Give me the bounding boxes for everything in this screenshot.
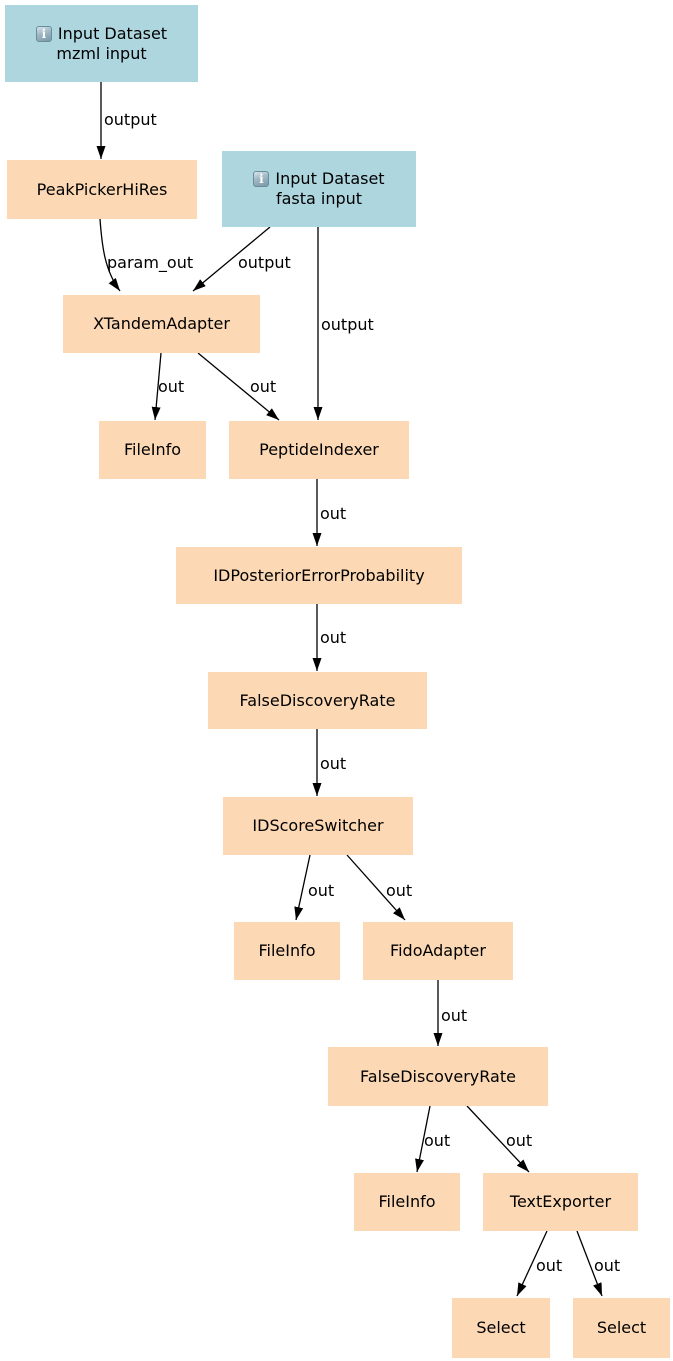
node-fidoadapter: FidoAdapter <box>363 922 513 980</box>
node-label: XTandemAdapter <box>93 314 230 333</box>
node-input-dataset-fasta: i Input Dataset fasta input <box>222 151 416 227</box>
node-label: Input Dataset <box>57 23 168 43</box>
edge-fdr2-to-textexporter <box>466 1105 530 1173</box>
edge-label: output <box>104 110 157 129</box>
node-fileinfo-2: FileInfo <box>234 922 340 980</box>
node-fileinfo-1: FileInfo <box>99 421 206 479</box>
info-icon: i <box>35 25 52 42</box>
node-falsediscoveryrate-2: FalseDiscoveryRate <box>328 1047 548 1106</box>
edge-label: out <box>536 1256 562 1275</box>
edge-label: out <box>424 1131 450 1150</box>
edge-label: out <box>308 881 334 900</box>
node-label: FileInfo <box>258 941 316 960</box>
edge-label: out <box>386 881 412 900</box>
edge-label: out <box>320 504 346 523</box>
node-idposteriorerrorprobability: IDPosteriorErrorProbability <box>176 547 462 604</box>
edge-idscoreswitcher-to-fidoadapter <box>346 854 406 921</box>
node-label: TextExporter <box>509 1192 612 1211</box>
edge-textexporter-to-select1 <box>516 1230 548 1297</box>
node-fileinfo-3: FileInfo <box>354 1173 460 1231</box>
node-label: IDPosteriorErrorProbability <box>213 565 425 585</box>
node-label: Input Dataset <box>275 169 385 188</box>
node-peptideindexer: PeptideIndexer <box>229 421 409 479</box>
edge-xtandem-to-peptideindexer <box>197 352 280 421</box>
edge-label: out <box>320 754 346 773</box>
info-icon: i <box>253 171 270 187</box>
node-idscoreswitcher: IDScoreSwitcher <box>223 797 413 855</box>
edge-textexporter-to-select2 <box>576 1230 603 1297</box>
node-peakpickerhires: PeakPickerHiRes <box>7 160 197 219</box>
edge-label: out <box>594 1256 620 1275</box>
node-label: Select <box>476 1318 526 1337</box>
edge-label: output <box>238 253 291 272</box>
edge-xtandem-to-fileinfo1 <box>151 352 162 421</box>
node-falsediscoveryrate-1: FalseDiscoveryRate <box>208 672 427 729</box>
edge-label: out <box>320 628 346 647</box>
node-label: FalseDiscoveryRate <box>360 1066 516 1086</box>
edge-label: out <box>158 377 184 396</box>
node-input-dataset-mzml: i Input Dataset mzml input <box>5 5 198 82</box>
node-label: PeakPickerHiRes <box>36 179 168 199</box>
node-sublabel: fasta input <box>275 189 363 208</box>
info-icon-glyph: i <box>259 172 264 186</box>
edge-label: out <box>250 377 276 396</box>
node-label: FidoAdapter <box>390 941 486 960</box>
edge-fasta-to-xtandem <box>192 226 271 292</box>
node-textexporter: TextExporter <box>483 1173 638 1231</box>
node-select-2: Select <box>573 1298 670 1358</box>
node-label: FalseDiscoveryRate <box>239 690 396 710</box>
node-label: FileInfo <box>123 440 182 459</box>
edge-label: param_out <box>107 253 193 273</box>
node-label: FileInfo <box>378 1192 436 1211</box>
info-icon-glyph: i <box>41 26 47 41</box>
node-xtandemadapter: XTandemAdapter <box>63 295 260 353</box>
edge-label: out <box>506 1131 532 1150</box>
edge-fdr2-to-fileinfo3 <box>415 1105 431 1173</box>
node-sublabel: mzml input <box>56 43 147 63</box>
edge-label: out <box>441 1006 467 1025</box>
node-label: PeptideIndexer <box>259 440 379 459</box>
edge-idscoreswitcher-to-fileinfo2 <box>294 854 311 921</box>
edge-peakpicker-to-xtandem <box>99 218 121 292</box>
edge-label: output <box>321 315 374 334</box>
node-label: Select <box>596 1318 647 1337</box>
node-select-1: Select <box>452 1298 550 1358</box>
node-label: IDScoreSwitcher <box>252 816 384 835</box>
